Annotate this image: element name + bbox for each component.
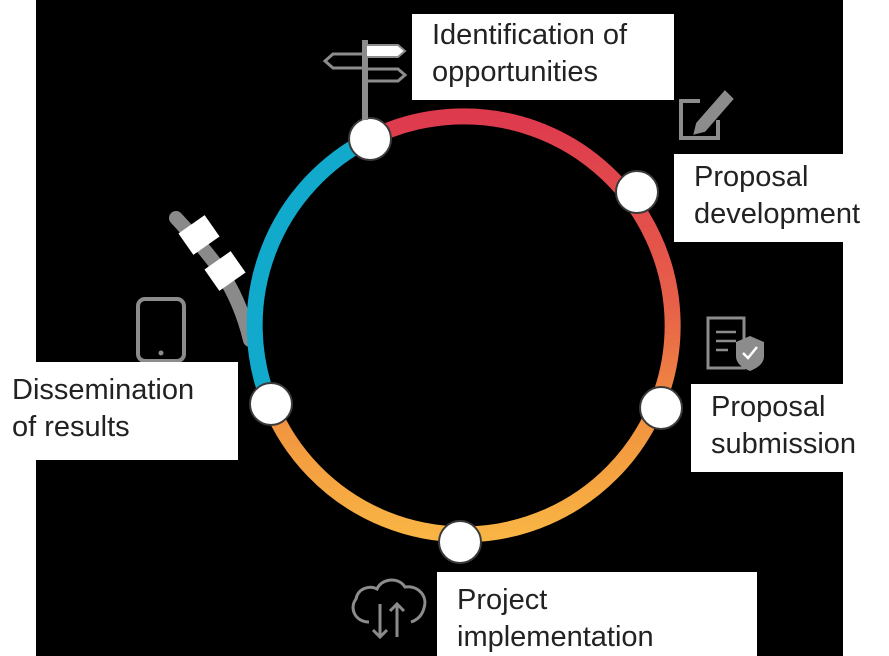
- stage-nodes: [249, 117, 683, 564]
- label-project-implementation: Project implementation: [437, 572, 757, 656]
- document-check-icon: [706, 316, 764, 371]
- label-line: Project: [457, 584, 548, 616]
- node-implementation: [438, 520, 482, 564]
- label-dissemination-of-results: Dissemination of results: [0, 362, 238, 460]
- edit-icon: [679, 90, 734, 140]
- signpost-icon: [322, 40, 408, 120]
- node-submission: [639, 386, 683, 430]
- label-line: Proposal: [711, 391, 826, 423]
- label-line: of results: [12, 411, 130, 443]
- label-line: opportunities: [432, 56, 599, 88]
- connector-strap: [169, 211, 257, 347]
- tablet-icon: [136, 297, 186, 363]
- label-line: Dissemination: [12, 374, 195, 406]
- label-line: development: [694, 198, 861, 230]
- label-identification-of-opportunities: Identification of opportunities: [412, 14, 674, 100]
- label-line: submission: [711, 428, 857, 460]
- node-identification: [348, 117, 392, 161]
- label-proposal-development: Proposal development: [674, 154, 889, 242]
- ring-cool-segment: [246, 130, 375, 408]
- label-line: implementation: [457, 621, 654, 653]
- cloud-sync-icon: [351, 578, 427, 640]
- node-development: [615, 170, 659, 214]
- label-proposal-submission: Proposal submission: [691, 384, 889, 472]
- label-line: Proposal: [694, 161, 809, 193]
- node-dissemination: [249, 382, 293, 426]
- label-line: Identification of: [432, 19, 628, 51]
